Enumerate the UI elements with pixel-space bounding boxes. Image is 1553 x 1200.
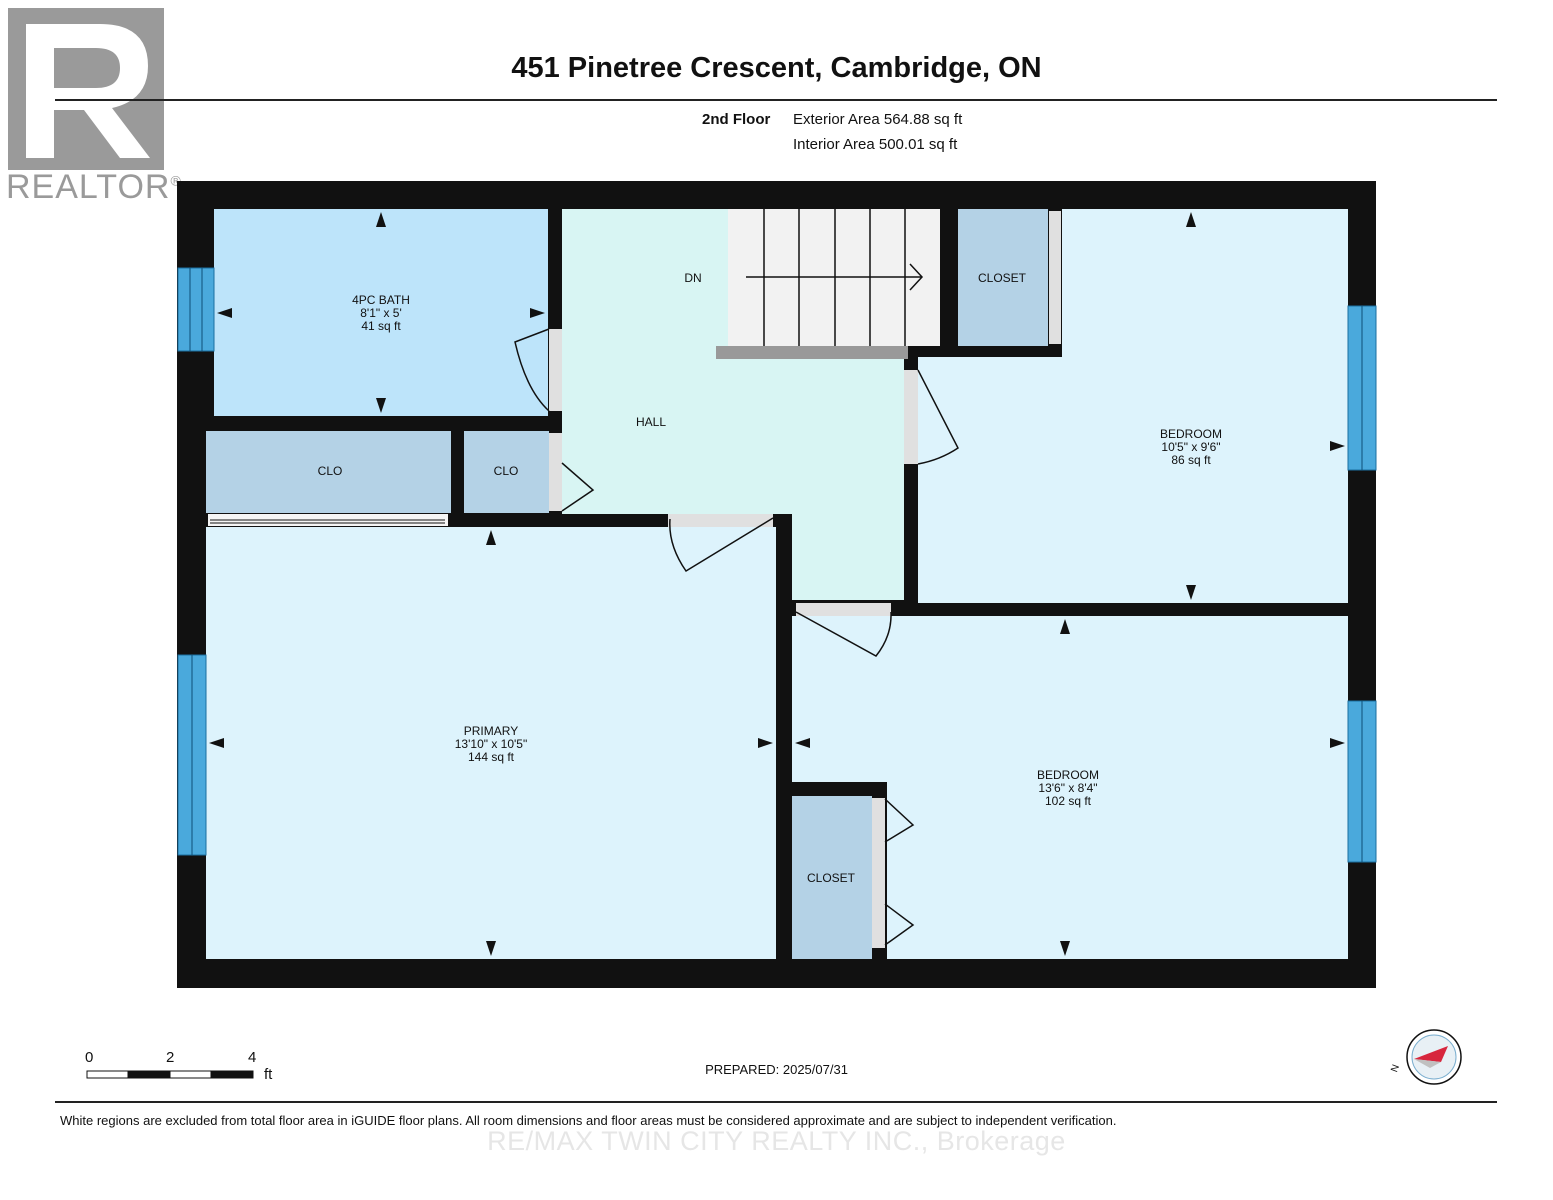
room-closet-top bbox=[958, 209, 1048, 346]
room-clo1-label: CLO bbox=[317, 464, 343, 478]
room-bath bbox=[214, 209, 548, 416]
interior-area: Interior Area 500.01 sq ft bbox=[793, 136, 958, 153]
prepared-date: PREPARED: 2025/07/31 bbox=[705, 1062, 848, 1077]
window-bath bbox=[177, 267, 215, 352]
room-clo2 bbox=[464, 431, 549, 513]
page-title: 451 Pinetree Crescent, Cambridge, ON bbox=[511, 52, 1042, 84]
realtor-logo bbox=[8, 8, 164, 170]
room-bedroom2 bbox=[792, 616, 1348, 959]
scale-tick-0: 0 bbox=[85, 1049, 94, 1066]
floor-label: 2nd Floor bbox=[702, 111, 771, 128]
room-hall bbox=[562, 209, 904, 600]
footer-divider bbox=[55, 1101, 1497, 1103]
exterior-area: Exterior Area 564.88 sq ft bbox=[793, 111, 963, 128]
realtor-logo-text: REALTOR® bbox=[6, 168, 182, 206]
dimension-arrows bbox=[209, 212, 1345, 956]
disclaimer-text: White regions are excluded from total fl… bbox=[60, 1113, 1117, 1128]
room-clo2-label: CLO bbox=[493, 464, 519, 478]
bedroom1-door-gap bbox=[904, 370, 918, 464]
brokerage-watermark: RE/MAX TWIN CITY REALTY INC., Brokerage bbox=[487, 1126, 1066, 1156]
stair-arrow-head bbox=[909, 263, 924, 291]
room-closet-bottom-label: CLOSET bbox=[806, 871, 855, 885]
stair-landing bbox=[716, 346, 908, 359]
header-divider bbox=[55, 99, 1497, 101]
room-hall-label: HALL bbox=[635, 415, 667, 429]
compass-icon bbox=[1406, 1029, 1462, 1085]
bath-door-gap bbox=[549, 329, 562, 411]
stairs-down-label: DN bbox=[684, 271, 702, 285]
door-swings bbox=[514, 328, 959, 946]
scale-unit: ft bbox=[264, 1066, 273, 1083]
closet-top-door bbox=[1049, 211, 1061, 344]
scale-bar bbox=[86, 1070, 254, 1079]
scale-tick-4: 4 bbox=[248, 1049, 257, 1066]
clo2-door-gap bbox=[549, 433, 562, 511]
scale-tick-2: 2 bbox=[166, 1049, 175, 1066]
room-clo1 bbox=[206, 431, 451, 513]
room-closet-bottom bbox=[792, 796, 872, 959]
room-primary bbox=[206, 527, 776, 959]
primary-door-gap bbox=[668, 514, 773, 527]
closet-bottom-door bbox=[872, 798, 885, 948]
room-bedroom1 bbox=[918, 209, 1348, 603]
bedroom2-door-gap bbox=[796, 603, 891, 616]
room-closet-top-label: CLOSET bbox=[977, 271, 1026, 285]
realtor-r-icon bbox=[8, 8, 164, 170]
